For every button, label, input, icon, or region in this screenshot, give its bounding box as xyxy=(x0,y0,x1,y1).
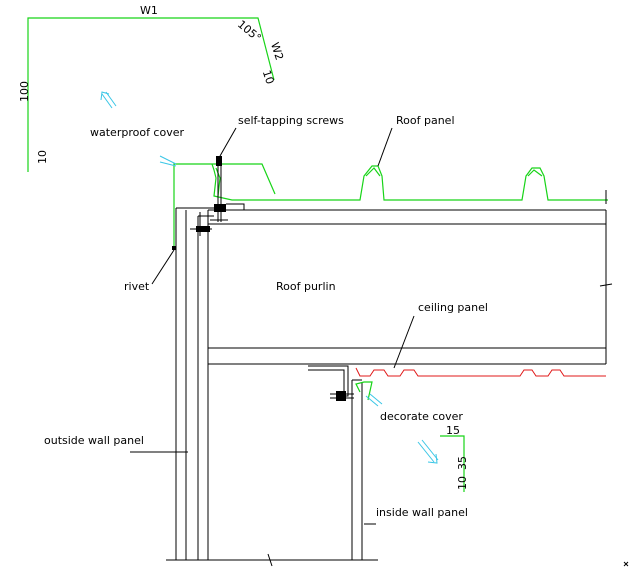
label-waterproof-cover: waterproof cover xyxy=(90,126,184,139)
leader-lines xyxy=(130,127,415,525)
corner-mark xyxy=(623,561,629,567)
label-self-tapping-screws: self-tapping screws xyxy=(238,114,344,127)
decorate-arrow-icon xyxy=(417,439,439,464)
dim-w2-length: 10 xyxy=(260,68,277,85)
self-tapping-screw-ceiling xyxy=(330,391,354,401)
label-outside-wall-panel: outside wall panel xyxy=(44,434,144,447)
dim-w1: W1 xyxy=(140,4,158,17)
inside-wall-column xyxy=(351,379,363,560)
decorate-cover xyxy=(355,381,373,401)
roof-purlin xyxy=(207,209,613,365)
dim-dc-height: 35 xyxy=(456,456,469,470)
label-ceiling-panel: ceiling panel xyxy=(418,301,488,314)
decorate-cover-profile xyxy=(440,435,465,492)
outside-wall-column xyxy=(175,207,218,560)
label-roof-panel: Roof panel xyxy=(396,114,455,127)
roof-panel xyxy=(211,163,608,204)
rivet-marker xyxy=(172,246,176,250)
dim-height: 100 xyxy=(18,81,31,102)
ceiling-panel xyxy=(355,367,606,377)
label-inside-wall-panel: inside wall panel xyxy=(376,506,468,519)
decorate-cover-arrow-small-icon xyxy=(365,393,383,407)
dim-dc-top: 15 xyxy=(446,424,460,437)
self-tapping-screw-top xyxy=(210,156,228,222)
label-rivet: rivet xyxy=(124,280,150,293)
label-roof-purlin: Roof purlin xyxy=(276,280,336,293)
dim-w2: W2 xyxy=(268,41,286,62)
dim-dc-lip: 10 xyxy=(456,476,469,490)
eave-bracket xyxy=(190,203,245,236)
dim-lip: 10 xyxy=(36,150,49,164)
label-decorate-cover: decorate cover xyxy=(380,410,463,423)
waterproof-cover-profile xyxy=(27,17,275,172)
ground-line xyxy=(166,553,378,567)
water-direction-arrow-icon xyxy=(100,91,117,109)
